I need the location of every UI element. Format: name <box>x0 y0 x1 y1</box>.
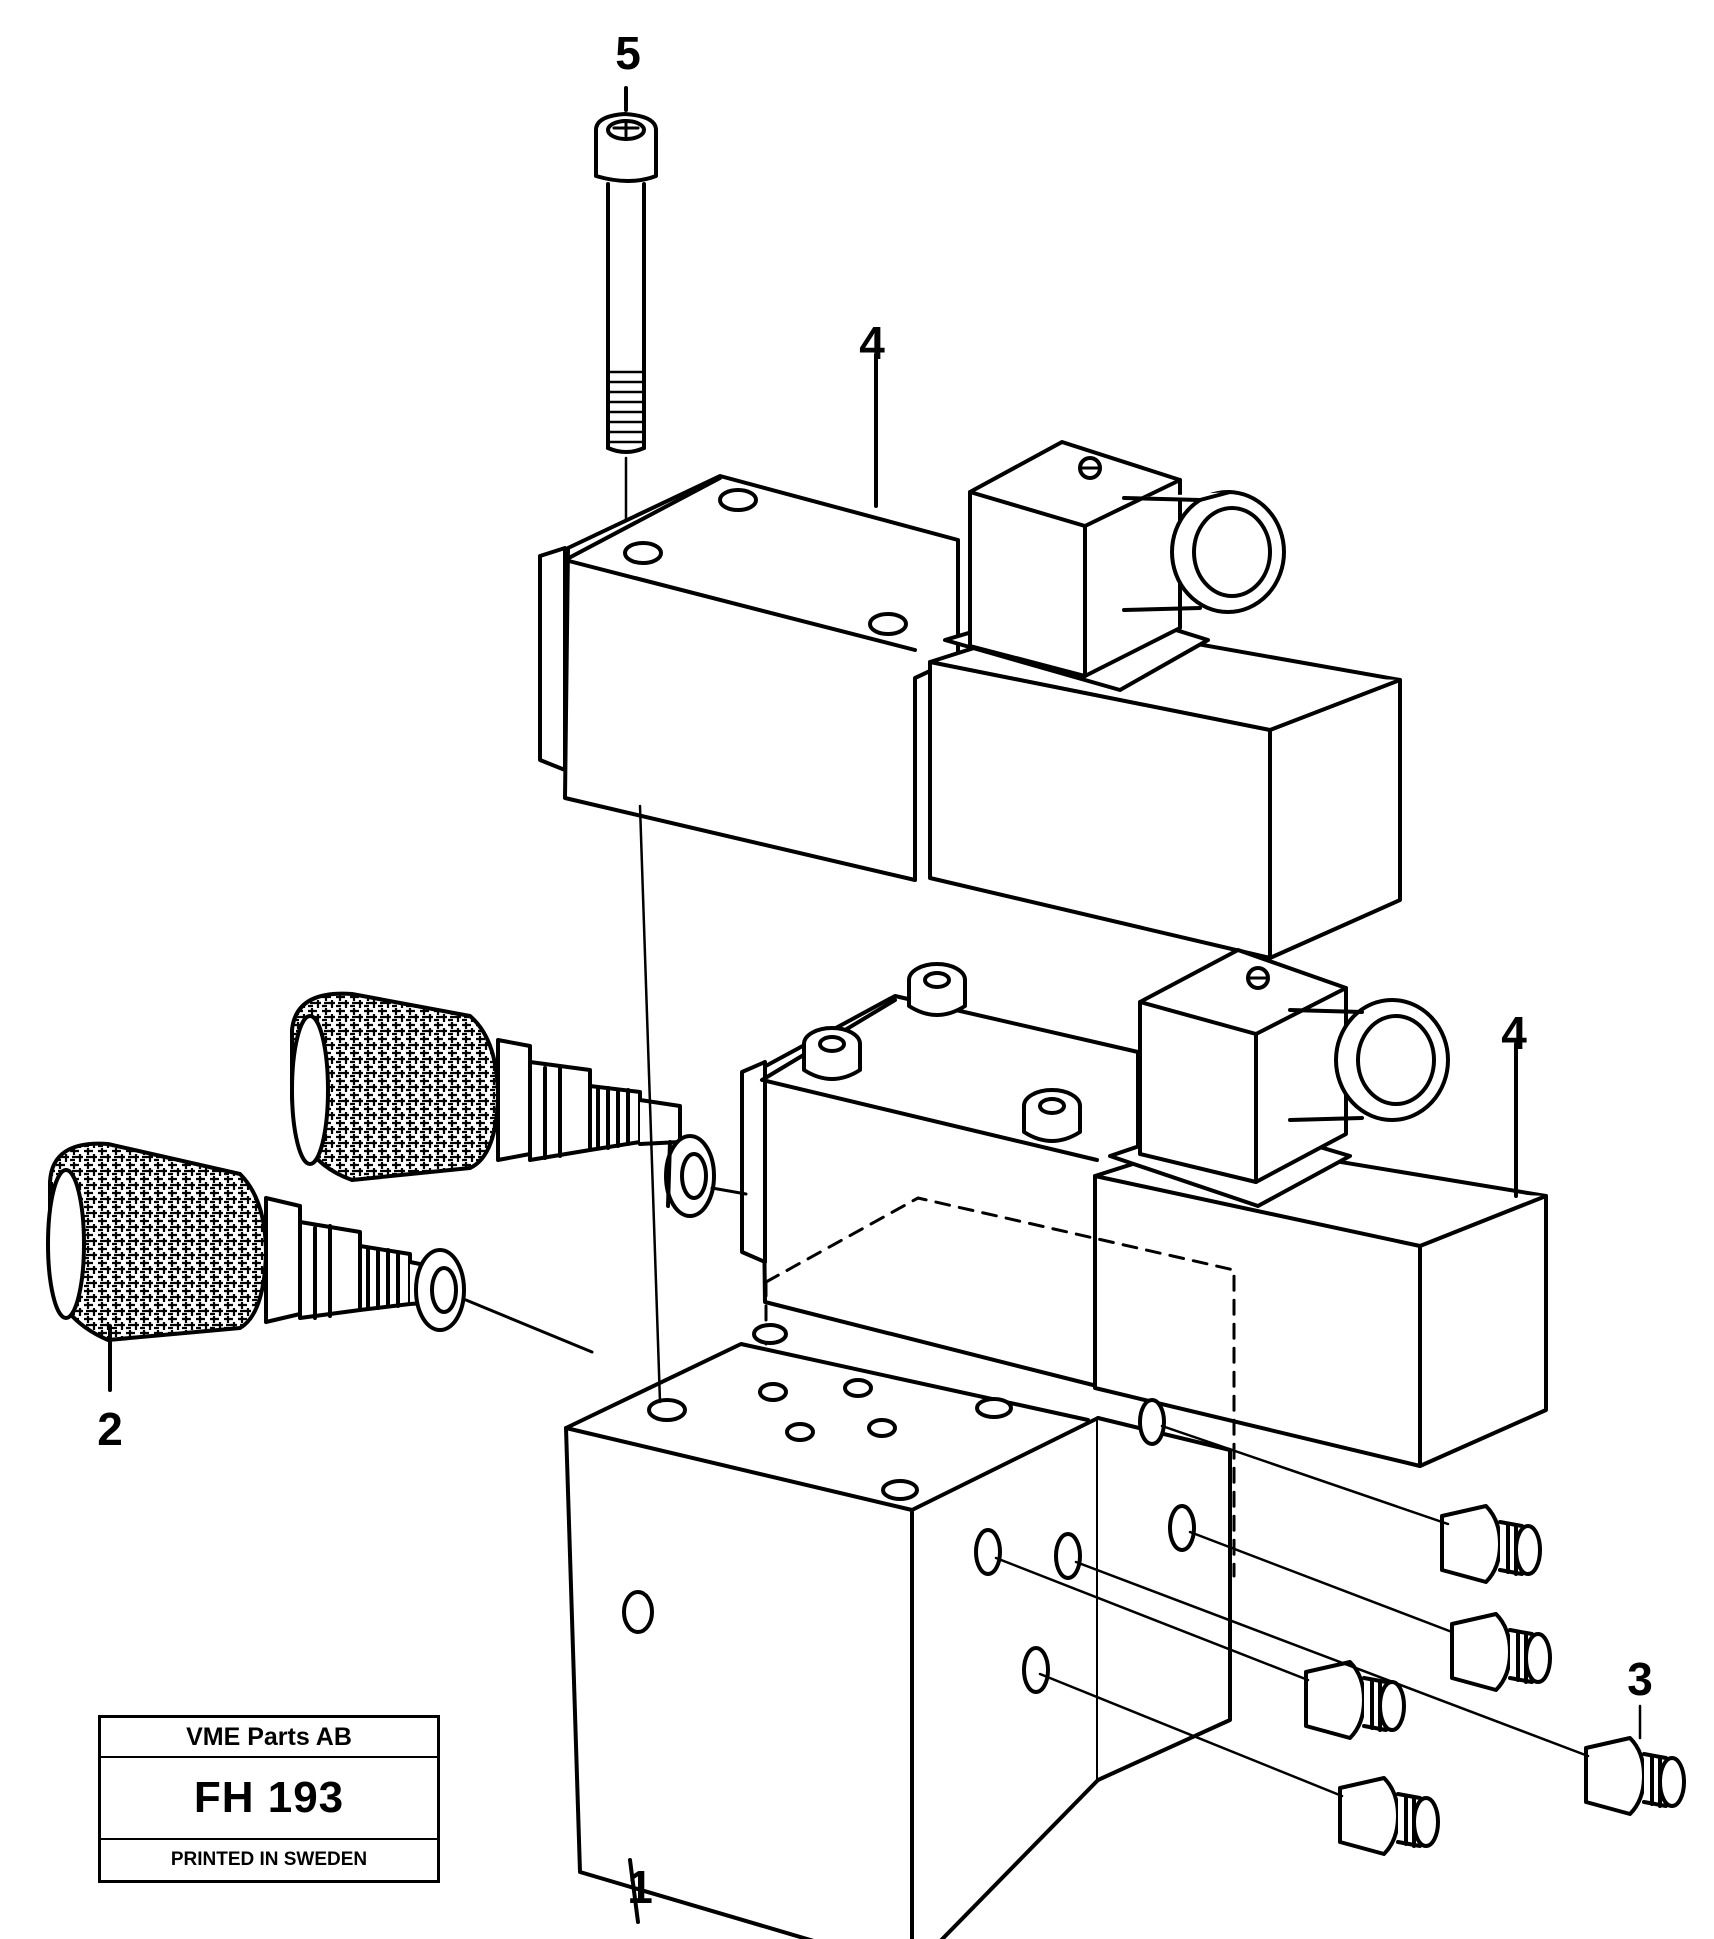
cap-screw <box>594 86 658 540</box>
callout-2: 2 <box>97 1403 123 1455</box>
callout-4-lower: 4 <box>1501 1007 1527 1059</box>
lower-valve-screws <box>802 962 1082 1143</box>
callout-5: 5 <box>615 27 641 79</box>
print-note: PRINTED IN SWEDEN <box>170 1849 368 1870</box>
callout-3: 3 <box>1627 1653 1653 1705</box>
pilot-cartridge-upper <box>290 991 748 1218</box>
lower-solenoid-valve <box>740 948 1548 1468</box>
title-block: VME Parts AB FH 193 PRINTED IN SWEDEN <box>98 1715 440 1883</box>
company-name: VME Parts AB <box>101 1718 437 1758</box>
manifold-block <box>564 1196 1236 1939</box>
upper-solenoid-valve <box>538 353 1402 960</box>
plug <box>1304 1504 1686 1856</box>
callout-1: 1 <box>627 1861 653 1913</box>
pilot-cartridge-lower <box>46 1141 594 1392</box>
callout-4-upper: 4 <box>859 317 885 369</box>
drawing-code: FH 193 <box>101 1758 437 1840</box>
assembly-lines <box>638 804 1642 1798</box>
